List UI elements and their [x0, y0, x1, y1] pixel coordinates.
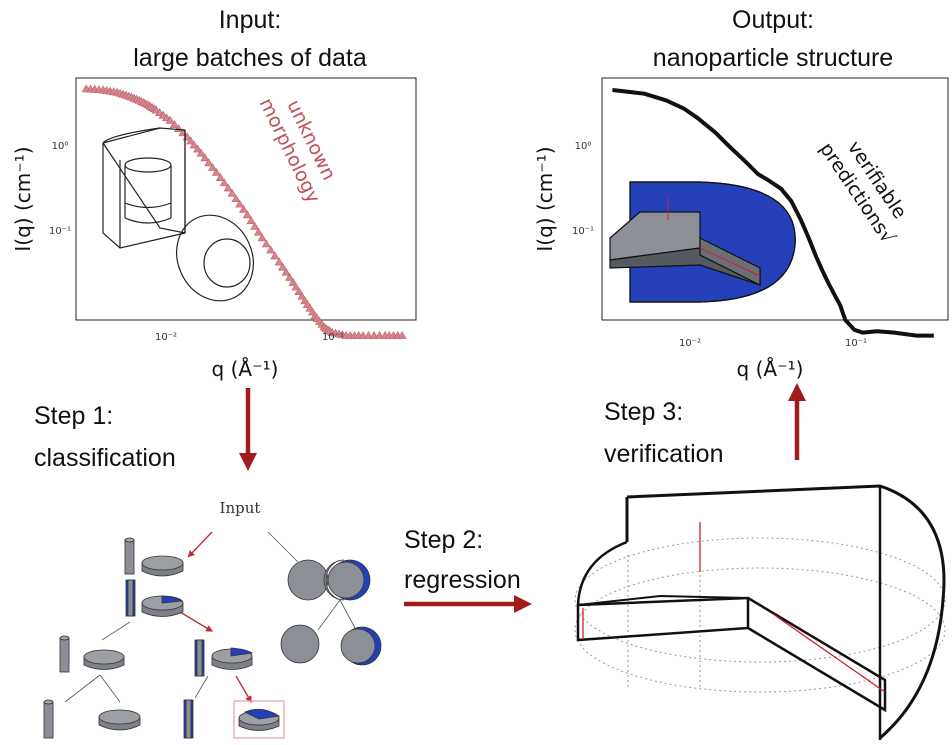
tree-leaf-cylinder — [43, 699, 54, 739]
tree-root-label: Input — [220, 499, 261, 517]
step1-line1: Step 1: — [34, 402, 113, 430]
data-point-13 — [257, 233, 267, 242]
data-point-10 — [211, 167, 221, 176]
tree-path-arrow-1 — [187, 531, 213, 558]
output-chart-frame — [601, 77, 949, 321]
output-title-line2: nanoparticle structure — [653, 44, 893, 72]
data-point-12 — [242, 210, 252, 219]
data-point-interp — [250, 221, 260, 230]
input-x-axis-label: q (Å⁻¹) — [212, 357, 279, 381]
step3-line2: verification — [604, 440, 724, 468]
data-point-interp — [235, 199, 245, 208]
shell-sphere-sketch — [176, 214, 254, 302]
selected-leaf-highlight — [233, 700, 285, 739]
output-x-tick-1: 10⁻² — [679, 338, 701, 349]
data-point-interp — [193, 144, 203, 153]
input-chart-frame — [75, 77, 417, 321]
data-point-interp — [215, 173, 225, 181]
output-chart: 10⁻² 10⁻¹ 10⁰ 10⁻¹ I(q) (cm⁻¹) q (Å⁻¹) v… — [533, 77, 949, 381]
data-point-11 — [227, 188, 237, 197]
output-y-tick-1: 10⁰ — [575, 141, 592, 152]
step2-line2: regression — [404, 566, 521, 594]
cylinder-wireframe-sketch — [102, 127, 186, 249]
step1-line2: classification — [34, 444, 176, 472]
input-title-line2: large batches of data — [133, 44, 367, 72]
data-point-interp — [281, 267, 291, 276]
data-point-interp — [208, 162, 218, 171]
output-x-axis-label: q (Å⁻¹) — [737, 357, 804, 381]
blue-core-shell-model — [609, 181, 796, 303]
data-point-interp — [270, 251, 280, 260]
step3-line1: Step 3: — [604, 398, 683, 426]
input-chart-marks — [81, 84, 407, 339]
output-chart-marks — [612, 88, 934, 338]
data-point-9 — [196, 148, 206, 157]
data-point-interp — [364, 331, 374, 339]
step2-line1: Step 2: — [404, 526, 483, 554]
data-point-interp — [246, 216, 256, 224]
data-point-7 — [165, 115, 175, 124]
tree-node-core-shell-l3 — [194, 639, 254, 677]
classification-tree: Input — [43, 499, 382, 739]
data-point-interp — [239, 204, 249, 213]
data-point-interp — [253, 227, 263, 236]
input-y-tick-1: 10⁰ — [52, 141, 69, 152]
data-point-interp — [294, 287, 304, 295]
large-cut-cylinder-model — [574, 484, 946, 740]
data-point-interp — [200, 153, 210, 162]
series-line — [612, 88, 934, 338]
input-y-axis-label: I(q) (cm⁻¹) — [11, 146, 35, 251]
tree-leaf-core-shell-cylinder — [183, 699, 194, 739]
input-x-tick-1: 10⁻² — [155, 332, 177, 343]
data-point-interp — [219, 178, 229, 187]
output-x-tick-2: 10⁻¹ — [845, 338, 867, 349]
tree-node-cylinder-disk-l3 — [59, 635, 125, 673]
data-point-interp — [169, 119, 179, 128]
tree-leaf-selected-core-shell-disk — [233, 700, 285, 739]
input-x-tick-2: 10⁻¹ — [322, 332, 344, 343]
data-point-15 — [288, 277, 298, 286]
tree-node-core-shell-cylinder-disk — [125, 579, 184, 617]
output-y-axis-label: I(q) (cm⁻¹) — [533, 146, 557, 251]
tree-path-arrow-3 — [235, 675, 252, 704]
data-point-interp — [278, 262, 288, 271]
data-point-14 — [274, 257, 284, 266]
output-title-line1: Output: — [732, 6, 814, 34]
data-point-interp — [261, 239, 271, 248]
tree-edges — [64, 531, 356, 703]
data-point-interp — [186, 136, 196, 145]
tree-leaf-disk — [98, 709, 141, 731]
data-point-interp — [266, 245, 276, 254]
data-point-interp — [223, 183, 233, 192]
data-point-interp — [369, 331, 379, 339]
data-point-interp — [231, 194, 241, 203]
data-point-interp — [285, 272, 295, 281]
input-title-line1: Input: — [219, 6, 282, 34]
data-point-interp — [375, 331, 385, 339]
data-point-interp — [291, 282, 301, 291]
input-chart: 10⁻² 10⁻¹ 10⁰ 10⁻¹ I(q) (cm⁻¹) q (Å⁻¹) u… — [11, 77, 417, 381]
data-point-21 — [358, 331, 368, 339]
output-y-tick-2: 10⁻¹ — [572, 226, 594, 237]
data-point-23 — [397, 331, 407, 339]
data-point-interp — [204, 158, 214, 167]
data-point-interp — [297, 291, 307, 300]
tree-path-arrow-2 — [179, 611, 214, 632]
tree-node-cylinder-disk — [124, 537, 184, 577]
tree-node-spheres — [287, 559, 371, 601]
hidden-edges — [574, 537, 946, 693]
input-y-tick-2: 10⁻¹ — [49, 226, 71, 237]
tree-node-spheres-lower — [280, 624, 382, 666]
data-point-interp — [189, 140, 199, 149]
